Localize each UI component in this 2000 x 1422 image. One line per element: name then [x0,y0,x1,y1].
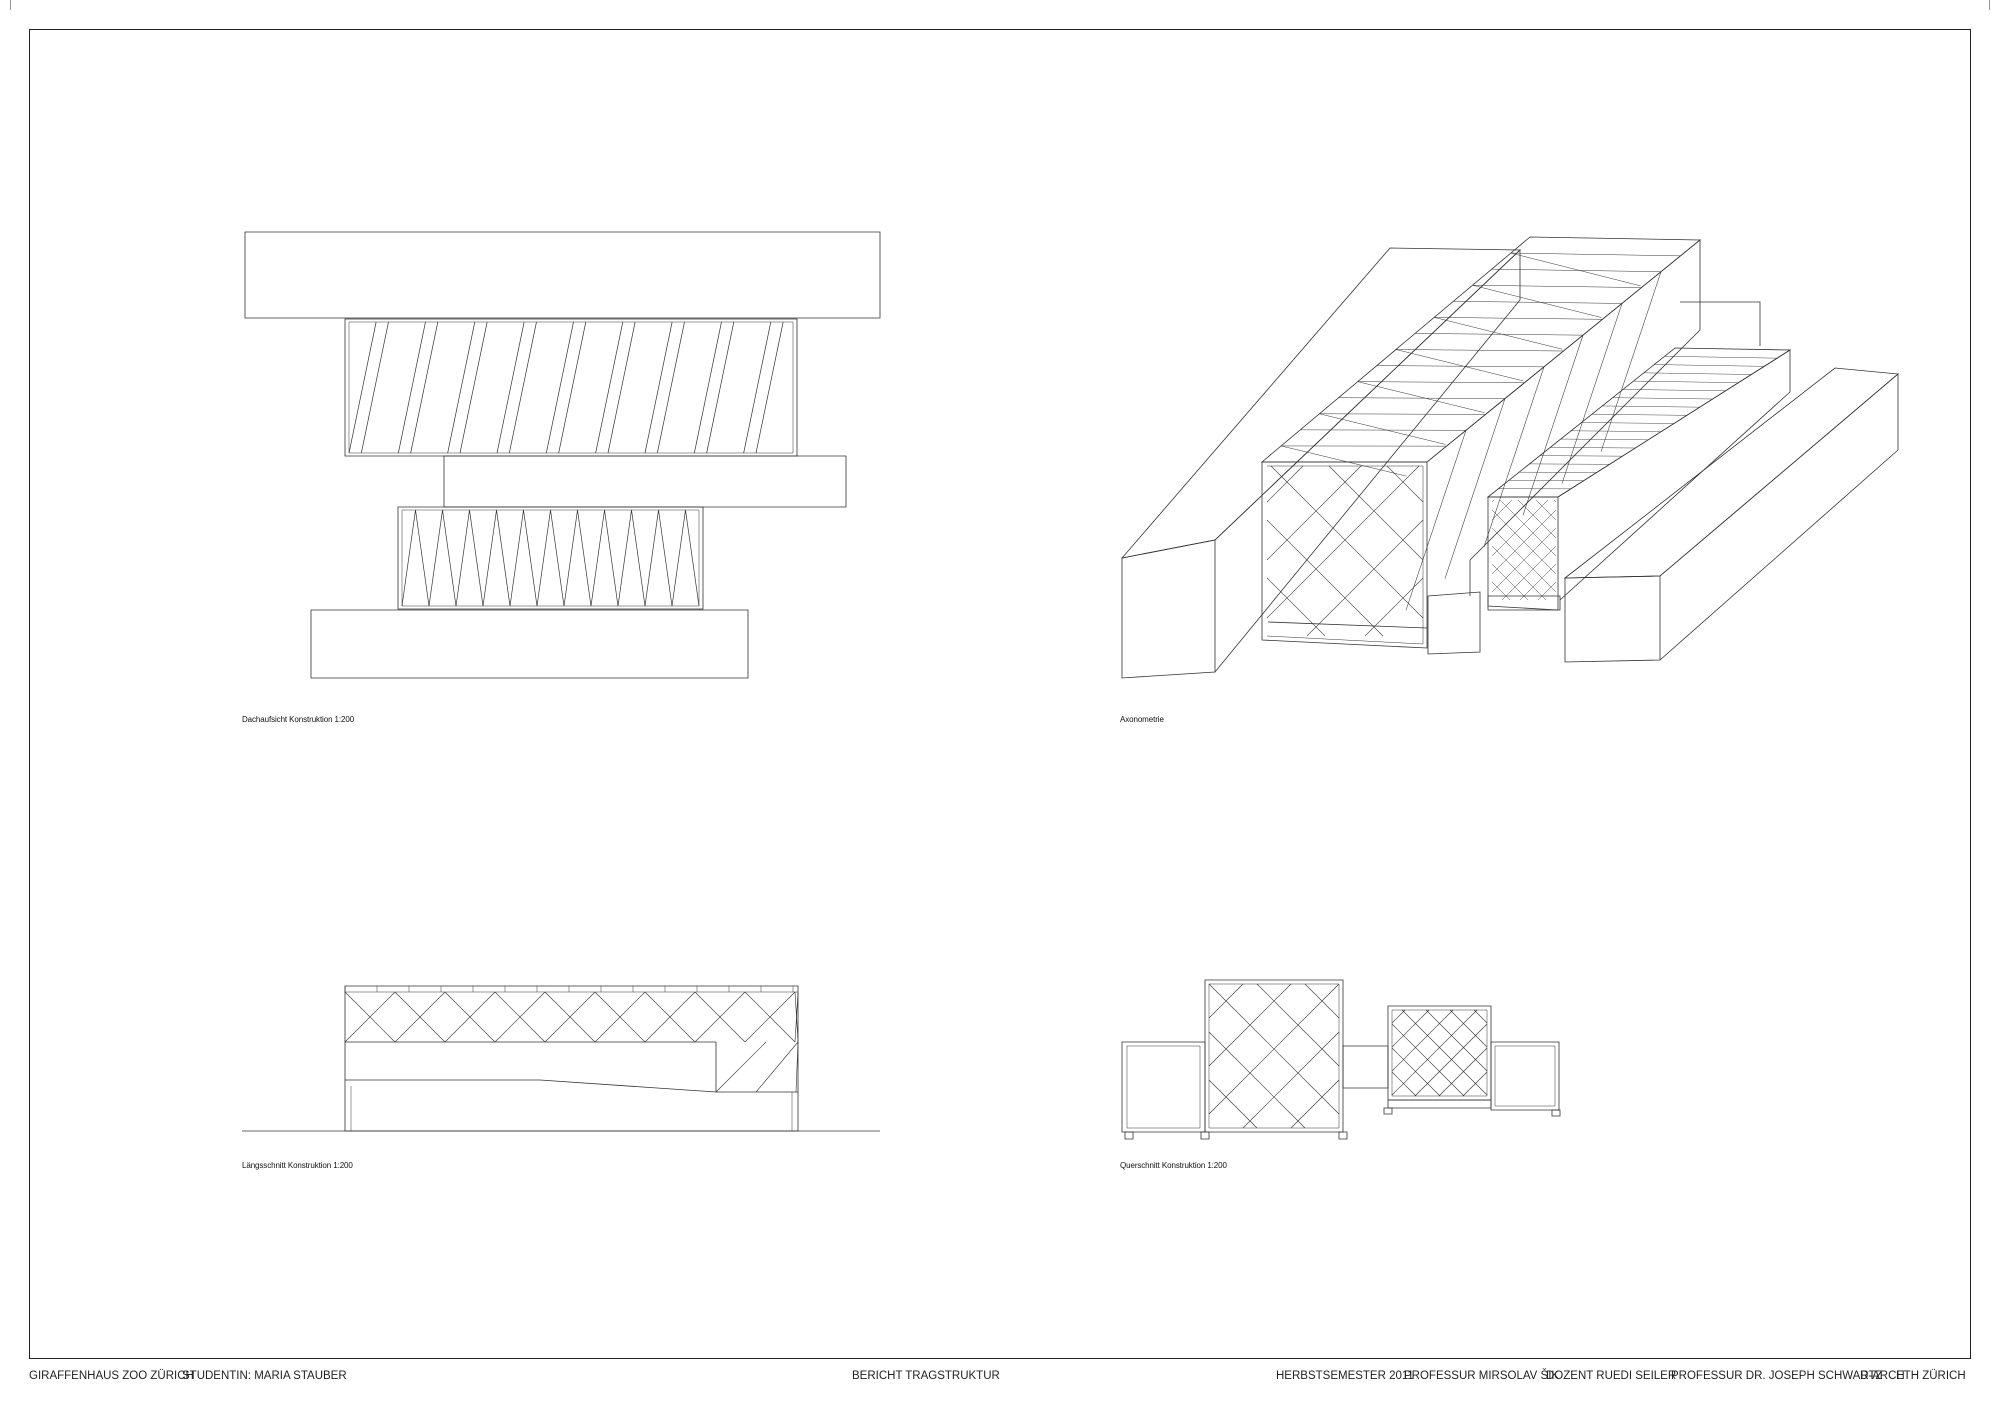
caption-long-section: Längsschnitt Konstruktion 1:200 [242,1161,353,1170]
footer-school: ETH ZÜRICH [1896,1370,1966,1382]
footer-student: STUDENTIN: MARIA STAUBER [182,1370,347,1382]
caption-axonometry: Axonometrie [1120,715,1164,724]
footer-lecturer: DOZENT RUEDI SEILER [1546,1370,1677,1382]
sheet-frame [29,29,1971,1359]
caption-cross-section: Querschnitt Konstruktion 1:200 [1120,1161,1227,1170]
footer-chair: PROFESSUR MIRSOLAV ŠIK [1404,1370,1560,1382]
footer-project: GIRAFFENHAUS ZOO ZÜRICH [29,1370,194,1382]
footer-professor: PROFESSUR DR. JOSEPH SCHWARTZ [1671,1370,1883,1382]
footer-semester: HERBSTSEMESTER 2011 [1276,1370,1414,1382]
crop-mark-top-left [0,0,11,10]
footer-report: BERICHT TRAGSTRUKTUR [852,1370,1000,1382]
caption-roof-plan: Dachaufsicht Konstruktion 1:200 [242,715,355,724]
footer-department: D-ARCH [1860,1370,1905,1382]
crop-mark-top-right [1989,0,2000,10]
